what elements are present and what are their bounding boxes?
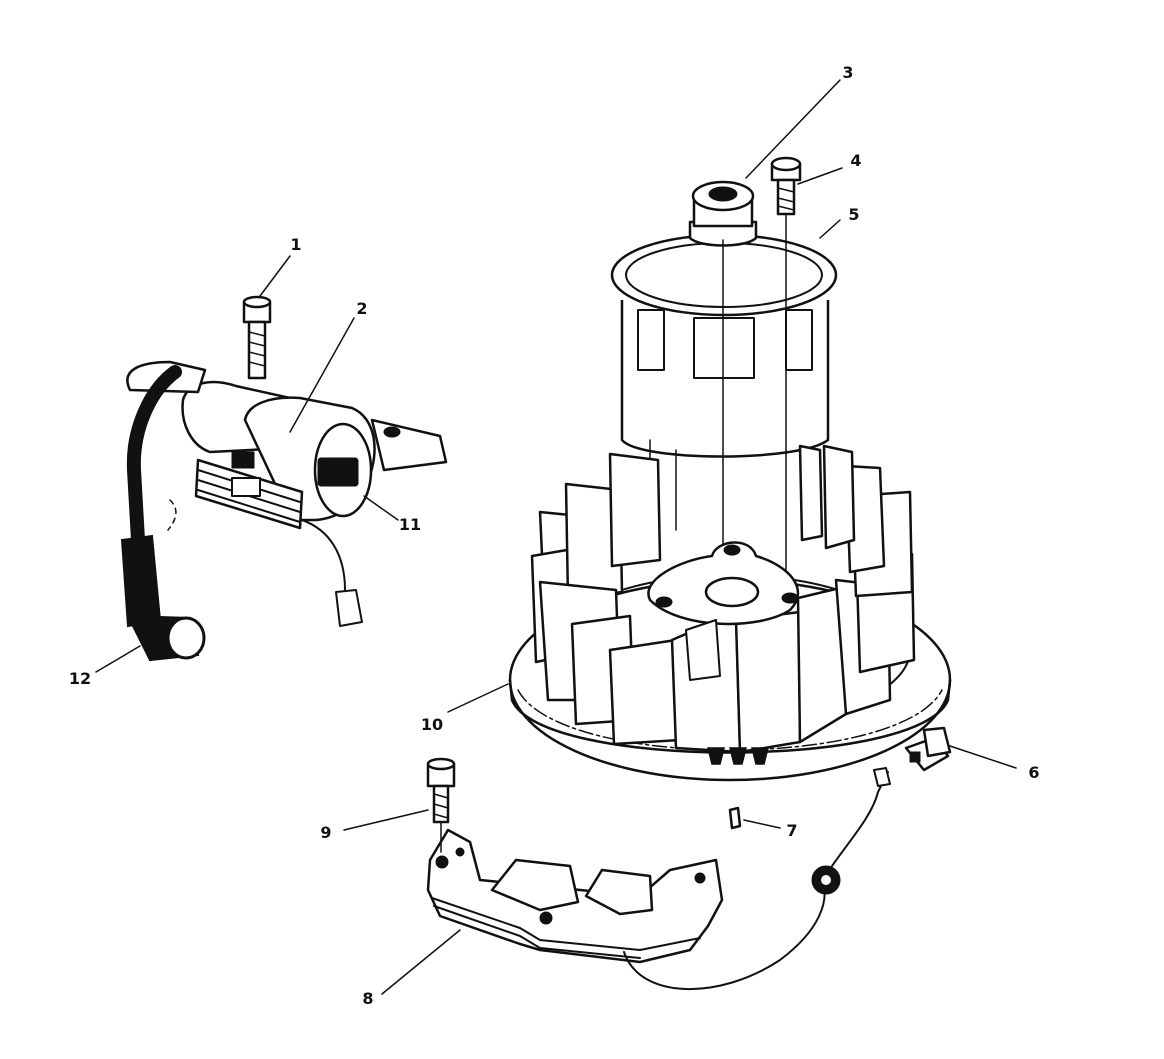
callout-8: 8 (362, 989, 373, 1008)
alternator-stator (426, 828, 724, 964)
coil-mounting-bolt (242, 295, 272, 380)
callout-4: 4 (850, 151, 861, 170)
spark-plug-boot (120, 360, 207, 662)
callout-7: 7 (786, 821, 797, 840)
callout-6: 6 (1028, 763, 1039, 782)
callout-11: 11 (399, 515, 421, 534)
flywheel-key (728, 806, 742, 830)
cup-mounting-bolt (770, 156, 802, 216)
starter-cup (610, 233, 838, 458)
callout-2: 2 (356, 299, 367, 318)
coil-ground-wire (301, 519, 363, 627)
callout-1: 1 (290, 235, 301, 254)
stator-mounting-bolt (426, 757, 456, 853)
callout-5: 5 (848, 205, 859, 224)
stator-lead-wire (623, 726, 952, 991)
flywheel (508, 444, 952, 782)
flywheel-nut (688, 180, 758, 247)
callout-10: 10 (421, 715, 443, 734)
callout-labels: 1 2 3 4 5 6 7 8 9 10 11 12 (69, 63, 1040, 1008)
callout-9: 9 (320, 823, 331, 842)
callout-12: 12 (69, 669, 91, 688)
callout-3: 3 (842, 63, 853, 82)
leader-lines (95, 79, 1017, 995)
ignition-coil (181, 380, 448, 530)
